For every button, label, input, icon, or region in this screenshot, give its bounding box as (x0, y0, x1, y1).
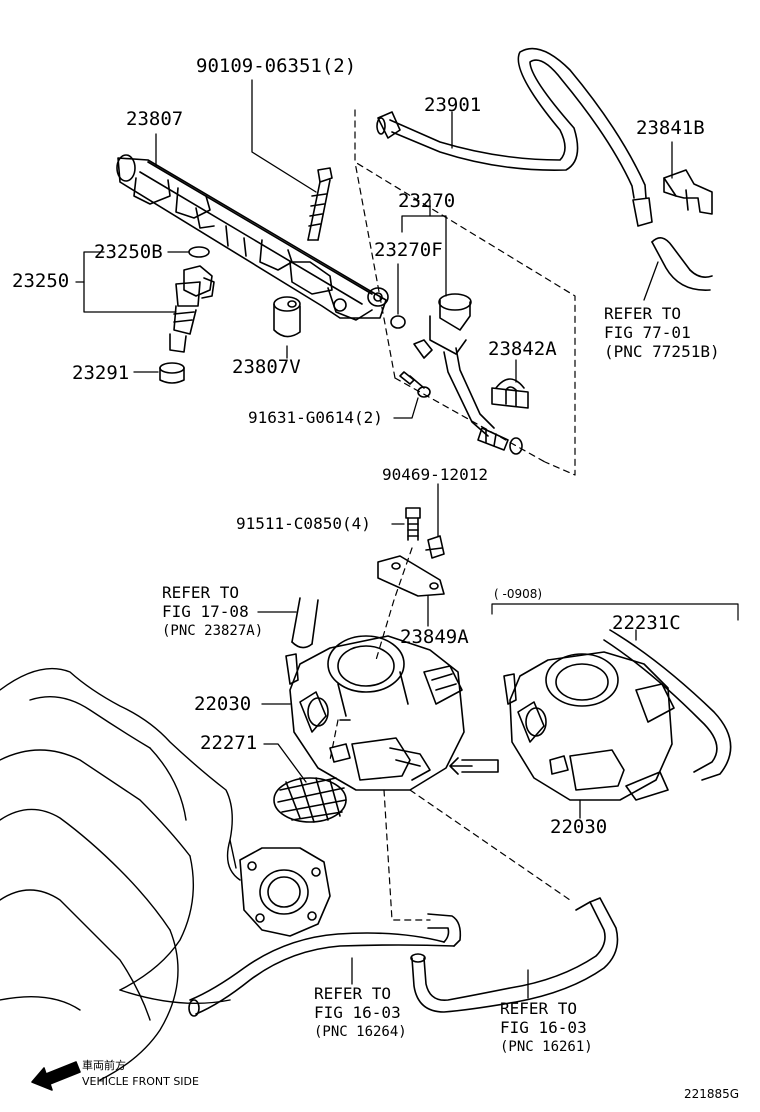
water-hose-16261 (410, 897, 619, 1013)
label-23807V: 23807V (232, 356, 301, 378)
insulator-23291 (159, 362, 185, 384)
bolt-90109 (307, 167, 333, 241)
water-hose-16264 (188, 913, 462, 1017)
refer-16a-line1: REFER TO (314, 984, 392, 1003)
clamp-23841B (663, 169, 713, 215)
intake-manifold (0, 667, 241, 1081)
replace-arrow (449, 757, 499, 775)
injector-23250 (169, 246, 215, 353)
label-23270: 23270 (398, 190, 456, 212)
label-23291: 23291 (72, 362, 130, 384)
fuel-delivery-pipe-23807 (116, 154, 389, 321)
refer-16a-line2: FIG 16-03 (314, 1003, 401, 1022)
label-90469-12012: 90469-12012 (382, 465, 488, 484)
bracket-23849A (377, 555, 445, 597)
gasket-22271 (273, 777, 347, 823)
manifold-flange (239, 847, 331, 937)
label-22271: 22271 (200, 732, 258, 754)
vehicle-front-arrow (31, 1061, 81, 1091)
hose-ref-17-08 (291, 597, 319, 649)
bolt-91511 (405, 507, 421, 541)
group-box-23270 (354, 109, 576, 476)
spacer-23807V (273, 296, 301, 338)
date-range-label: ( -0908) (494, 587, 543, 601)
date-range-bracket (491, 603, 739, 621)
bolt-91631 (399, 371, 431, 398)
label-22030-alt: 22030 (550, 816, 608, 838)
dashed-assembly-lines (329, 547, 571, 921)
hose-23901 (376, 47, 653, 227)
label-23250: 23250 (12, 270, 70, 292)
refer-77-line1: REFER TO (604, 304, 682, 323)
refer-17-line1: REFER TO (162, 583, 240, 602)
vehicle-front-label-jp: 車両前方 (82, 1059, 126, 1072)
label-23842A: 23842A (488, 338, 557, 360)
refer-16b-line3: (PNC 16261) (500, 1039, 593, 1055)
label-22030-main: 22030 (194, 693, 252, 715)
refer-16a-line3: (PNC 16264) (314, 1024, 407, 1040)
figure-id: 221885G (684, 1087, 740, 1101)
refer-17-line3: (PNC 23827A) (162, 623, 264, 639)
refer-16b-line1: REFER TO (500, 999, 578, 1018)
leader-lines (75, 79, 673, 999)
label-23270F: 23270F (374, 239, 443, 261)
clip-23842A (491, 378, 529, 409)
label-90109-06351: 90109-06351(2) (196, 55, 357, 77)
label-23250B: 23250B (94, 241, 163, 263)
throttle-body-22030-alt (503, 629, 732, 801)
refer-77-line2: FIG 77-01 (604, 323, 691, 342)
label-23841B: 23841B (636, 117, 705, 139)
pressure-regulator-23270 (413, 293, 523, 455)
label-23849A: 23849A (400, 626, 469, 648)
label-91631-G0614: 91631-G0614(2) (248, 408, 383, 427)
label-91511-C0850: 91511-C0850(4) (236, 514, 371, 533)
o-ring-23270F (390, 315, 406, 329)
hose-ref-77-01 (651, 237, 713, 291)
label-22231C: 22231C (612, 612, 681, 634)
label-23807: 23807 (126, 108, 184, 130)
refer-77-line3: (PNC 77251B) (604, 342, 720, 361)
refer-16b-line2: FIG 16-03 (500, 1018, 587, 1037)
refer-17-line2: FIG 17-08 (162, 602, 249, 621)
label-23901: 23901 (424, 94, 482, 116)
vehicle-front-label-en: VEHICLE FRONT SIDE (82, 1075, 199, 1088)
throttle-body-22030-main (285, 635, 465, 791)
clip-90469 (425, 535, 445, 559)
